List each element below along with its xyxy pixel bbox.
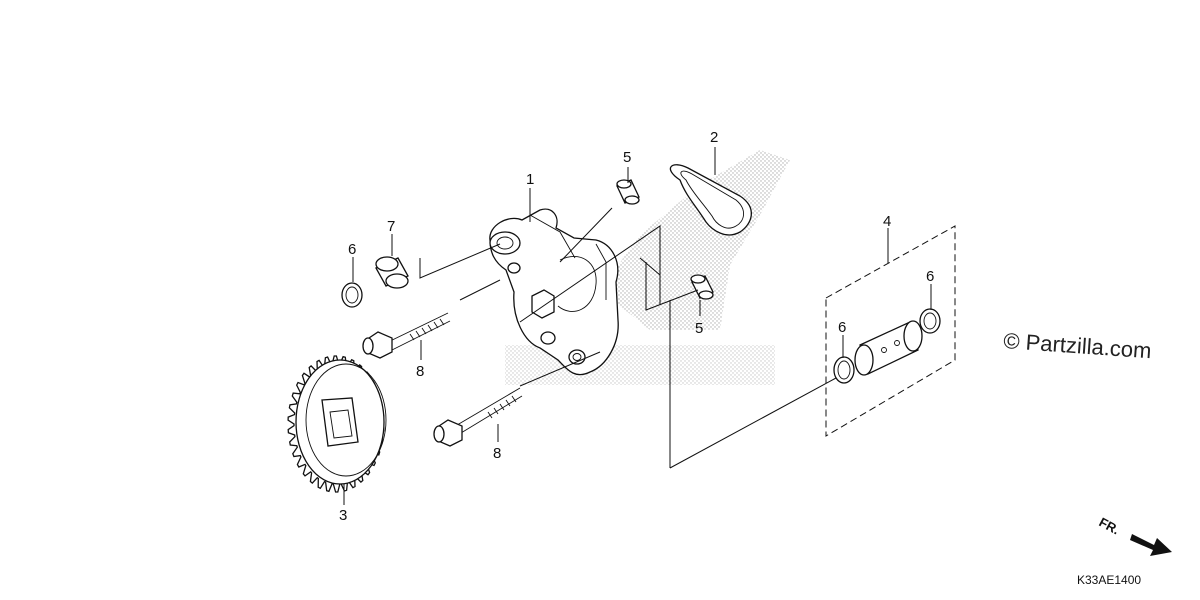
bolt-upper[interactable] (362, 312, 451, 359)
callout-5-lower: 5 (695, 320, 703, 337)
callout-2: 2 (710, 129, 718, 146)
pump-gasket[interactable] (669, 164, 752, 236)
front-direction-indicator: FR. (1097, 514, 1172, 556)
leader-lines (343, 147, 932, 505)
callout-6-right: 6 (926, 268, 934, 285)
callout-6-left: 6 (348, 241, 356, 258)
callout-labels: 1 2 3 4 5 5 6 6 6 7 8 8 (339, 129, 934, 524)
o-ring-right[interactable] (919, 308, 941, 334)
o-ring-mid[interactable] (833, 356, 855, 384)
bolt-lower[interactable] (433, 387, 523, 447)
callout-3: 3 (339, 507, 347, 524)
callout-4: 4 (883, 213, 891, 230)
oil-pipe[interactable] (854, 320, 923, 376)
front-arrow-icon (1130, 534, 1172, 556)
callout-6-mid: 6 (838, 319, 846, 336)
diagram-code: K33AE1400 (1077, 573, 1141, 587)
callout-8-upper: 8 (416, 363, 424, 380)
callout-7: 7 (387, 218, 395, 235)
assembly-box-4 (825, 225, 956, 437)
collar[interactable] (375, 256, 409, 289)
oil-pump-gear[interactable] (287, 355, 387, 493)
o-ring-left[interactable] (341, 282, 363, 308)
copyright-watermark: © Partzilla.com (1003, 328, 1153, 363)
oil-pump-body[interactable] (489, 208, 619, 376)
dowel-pin-lower[interactable] (690, 274, 714, 300)
callout-1: 1 (526, 171, 534, 188)
callout-8-lower: 8 (493, 445, 501, 462)
callout-5-upper: 5 (623, 149, 631, 166)
reference-lines (419, 207, 837, 469)
dowel-pin-upper[interactable] (616, 179, 640, 205)
front-label: FR. (1097, 514, 1123, 537)
